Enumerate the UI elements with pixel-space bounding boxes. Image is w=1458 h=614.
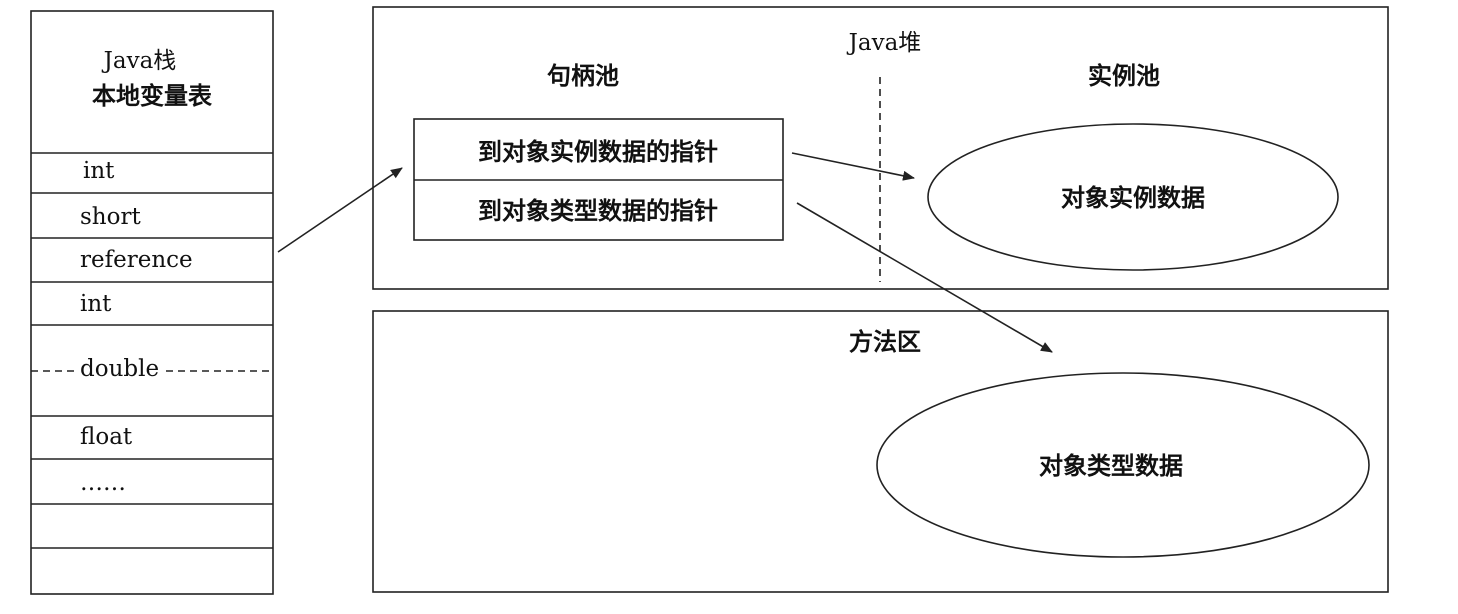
java-heap: Java堆 句柄池 实例池 到对象实例数据的指针 到对象类型数据的指针 对象实例… bbox=[372, 6, 1389, 290]
slot-ellipsis: …… bbox=[80, 470, 126, 496]
heap-title: Java堆 bbox=[847, 30, 922, 56]
heap-box bbox=[372, 6, 1389, 290]
method-area-box bbox=[372, 310, 1389, 593]
local-variable-table-title: 本地变量表 bbox=[92, 82, 213, 110]
method-area-title: 方法区 bbox=[849, 328, 921, 356]
type-data-pointer: 到对象类型数据的指针 bbox=[478, 197, 718, 225]
reference-to-handle-arrow bbox=[277, 167, 403, 253]
instance-data-pointer: 到对象实例数据的指针 bbox=[478, 138, 718, 166]
slot-float: float bbox=[80, 424, 133, 450]
method-area: 方法区 对象类型数据 bbox=[372, 310, 1389, 593]
instance-data-ellipse bbox=[927, 123, 1339, 271]
handle-to-type-arrow bbox=[796, 202, 1053, 353]
slot-reference: reference bbox=[80, 247, 193, 273]
java-stack: Java栈 本地变量表 int short reference int doub… bbox=[30, 10, 274, 595]
slot-int: int bbox=[80, 291, 112, 317]
slot-int: int bbox=[83, 158, 115, 184]
type-data-label: 对象类型数据 bbox=[1039, 452, 1183, 480]
slot-short: short bbox=[80, 204, 141, 230]
instance-pool-title: 实例池 bbox=[1088, 62, 1160, 90]
stack-frame-box bbox=[30, 10, 274, 595]
slot-double: double bbox=[80, 356, 159, 382]
handle-pool-title: 句柄池 bbox=[547, 62, 619, 90]
instance-data-label: 对象实例数据 bbox=[1061, 184, 1205, 212]
stack-title: Java栈 bbox=[102, 48, 177, 74]
type-data-ellipse bbox=[876, 372, 1370, 558]
handle-to-instance-arrow bbox=[791, 152, 915, 181]
